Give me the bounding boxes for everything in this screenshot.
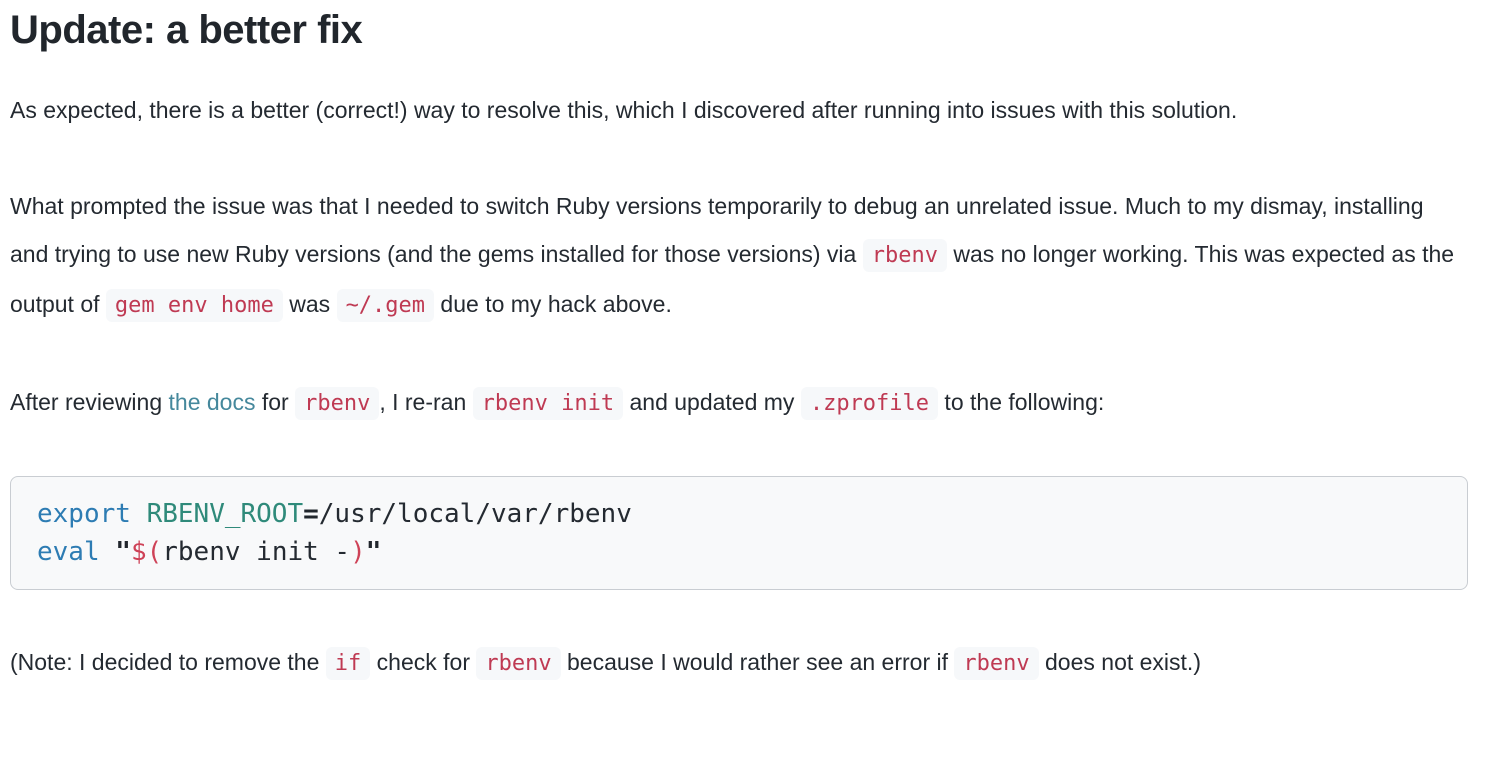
text-run: (Note: I decided to remove the (10, 649, 326, 675)
inline-code: rbenv init (472, 387, 624, 420)
code-token-plain (131, 499, 147, 529)
code-token-op: = (303, 499, 319, 529)
inline-code: rbenv (295, 387, 380, 420)
text-run: As expected, there is a better (correct!… (10, 97, 1238, 123)
text-run: and updated my (623, 389, 801, 415)
code-line: eval "$(rbenv init -)" (37, 533, 1441, 571)
paragraph-note: (Note: I decided to remove the if check … (10, 638, 1468, 688)
code-token-subshell: ) (350, 537, 366, 567)
inline-code: rbenv (862, 239, 947, 272)
inline-code: rbenv (954, 647, 1039, 680)
inline-code: gem env home (105, 289, 283, 322)
text-run: because I would rather see an error if (560, 649, 955, 675)
text-run: does not exist.) (1038, 649, 1201, 675)
code-token-keyword: export (37, 499, 131, 529)
code-token-keyword: eval (37, 537, 100, 567)
text-run: What prompted the issue was that I neede… (10, 193, 1424, 267)
paragraph-intro: As expected, there is a better (correct!… (10, 86, 1468, 134)
link-the-docs[interactable]: the docs (168, 389, 256, 415)
text-run: to the following: (938, 389, 1105, 415)
inline-code: if (325, 647, 371, 680)
code-token-quote: " (365, 537, 382, 567)
paragraph-context: What prompted the issue was that I neede… (10, 182, 1468, 330)
article-body: As expected, there is a better (correct!… (10, 86, 1468, 688)
text-run: check for (370, 649, 477, 675)
text-run: for (255, 389, 296, 415)
text-run: After reviewing (10, 389, 169, 415)
text-run: , I re-ran (379, 389, 473, 415)
inline-code: .zprofile (800, 387, 939, 420)
text-run: was (282, 291, 337, 317)
page-title: Update: a better fix (10, 8, 363, 52)
blog-post: Update: a better fix As expected, there … (10, 8, 1468, 688)
code-token-quote: " (115, 537, 131, 567)
text-run: due to my hack above. (434, 291, 672, 317)
inline-code: rbenv (476, 647, 561, 680)
code-token-plain: rbenv init - (162, 537, 351, 567)
paragraph-fix-intro: After reviewing the docs for rbenv, I re… (10, 378, 1468, 428)
code-token-variable: RBENV_ROOT (146, 499, 304, 529)
code-token-plain (100, 537, 116, 567)
code-token-plain: /usr/local/var/rbenv (318, 499, 632, 529)
inline-code: ~/.gem (336, 289, 435, 322)
text-run: was no longer working. This was expected… (10, 241, 1455, 317)
code-token-subshell: $( (130, 537, 163, 567)
code-line: export RBENV_ROOT=/usr/local/var/rbenv (37, 495, 1441, 533)
